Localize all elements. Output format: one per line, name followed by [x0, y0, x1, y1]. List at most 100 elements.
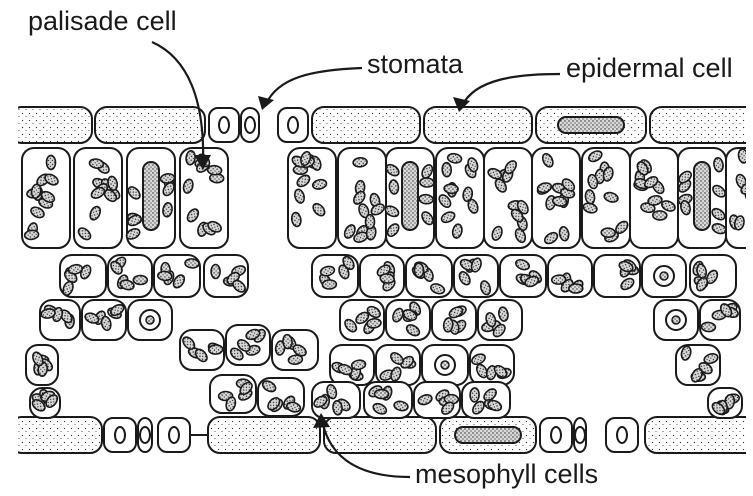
chloroplast: [748, 214, 753, 226]
palisade-cell: [338, 148, 386, 248]
stomata-arrowhead: [258, 96, 274, 110]
mesophyll-cell: [376, 345, 420, 385]
palisade-cell: [484, 148, 532, 248]
mesophyll-cell: [386, 300, 430, 340]
chloroplast: [414, 263, 424, 277]
mesophyll-cell: [26, 345, 58, 385]
guard-cell-pore: [219, 117, 229, 133]
guard-cell-pore: [551, 427, 561, 443]
upper-epidermis: [10, 107, 753, 143]
mesophyll-cell: [210, 375, 256, 413]
palisade-cell: [726, 148, 753, 248]
chloroplast: [701, 322, 716, 332]
chloroplast: [353, 157, 368, 167]
guard-cell-pore: [617, 427, 627, 443]
chloroplast: [420, 178, 434, 188]
palisade-cell: [384, 148, 436, 248]
mesophyll-cell: [676, 345, 720, 385]
mesophyll-cell: [654, 300, 698, 340]
guard-cell-pore: [169, 427, 179, 443]
chloroplast: [569, 284, 583, 293]
mesophyll-cell: [364, 382, 412, 418]
mesophyll-cell: [154, 255, 200, 297]
guard-cell-pore: [575, 427, 585, 443]
mesophyll-cell: [82, 300, 126, 340]
nucleus: [455, 427, 521, 443]
chloroplast: [374, 389, 388, 398]
mesophyll-cell: [690, 255, 736, 297]
palisade-cell: [436, 148, 484, 248]
palisade-cell: [74, 148, 122, 248]
chloroplast: [442, 162, 452, 176]
mesophyll-cell: [60, 255, 106, 297]
chloroplast: [601, 228, 615, 238]
epidermal-cell: [312, 107, 420, 143]
chloroplast: [185, 150, 195, 165]
guard-cell-pore: [140, 427, 150, 443]
mesophyll-cell: [470, 345, 514, 385]
chloroplast: [46, 155, 55, 169]
palisade-cell: [125, 148, 176, 248]
epidermal-cell: [645, 417, 753, 453]
mesophyll-cell: [312, 255, 358, 297]
mesophyll-cell: [422, 345, 468, 385]
chloroplast: [366, 215, 375, 229]
guard-cell-pore: [288, 117, 298, 133]
palisade-cell: [582, 148, 630, 248]
mesophyll-cell: [258, 378, 304, 416]
chloroplast: [207, 165, 222, 175]
chloroplast: [551, 275, 566, 285]
mesophyll-cell: [204, 255, 248, 297]
stomata-label: stomata: [367, 51, 463, 78]
mesophyll-cell: [454, 255, 498, 297]
palisade-cell: [677, 148, 728, 248]
stomata-arrow: [266, 68, 362, 104]
nucleus: [558, 117, 624, 133]
mesophyll-cell: [40, 300, 80, 340]
chloroplast: [208, 345, 223, 355]
epidermal-cell: [650, 107, 753, 143]
mesophyll-cell: [462, 382, 510, 418]
mesophyll-cell: [414, 382, 460, 418]
chloroplast: [443, 317, 453, 332]
mesophyll-cells-label: mesophyll cells: [415, 461, 598, 488]
mesophyll-cell: [708, 388, 742, 418]
chloroplast: [211, 265, 220, 279]
palisade-cell: [22, 148, 70, 248]
chloroplast: [157, 271, 172, 281]
chloroplast: [470, 388, 479, 402]
mesophyll-cell: [500, 255, 546, 297]
mesophyll-cell: [226, 325, 270, 365]
epidermal-cell: [10, 107, 92, 143]
guard-cell-pore: [115, 427, 125, 443]
mesophyll-cell: [272, 330, 318, 370]
mesophyll-cell: [432, 300, 476, 340]
chloroplast: [322, 280, 336, 290]
mesophyll-cell: [108, 255, 152, 297]
mesophyll-cell: [360, 255, 404, 297]
mesophyll-cell: [594, 255, 640, 297]
chloroplast: [653, 211, 667, 220]
mesophyll-cell: [30, 388, 60, 418]
epidermal-cell: [95, 107, 205, 143]
epidermal-cell: [324, 417, 436, 453]
palisade-cell: [630, 148, 678, 248]
mesophyll-cell: [700, 300, 740, 340]
chloroplast: [282, 334, 292, 349]
nucleus: [143, 162, 159, 230]
lower-epidermis: [10, 417, 753, 453]
mesophyll-cell: [478, 300, 522, 340]
mesophyll-cell: [180, 330, 224, 370]
mesophyll-cell: [312, 382, 360, 418]
palisade-layer: [22, 148, 753, 248]
chloroplast: [367, 318, 382, 328]
guard-cell-pore: [245, 117, 255, 133]
epidermal-cell: [424, 107, 532, 143]
mesophyll-cell: [128, 300, 172, 340]
chloroplast: [419, 194, 434, 204]
chloroplast: [444, 184, 459, 194]
palisade-cell: [532, 148, 580, 248]
mesophyll-cell: [642, 255, 686, 297]
chloroplast: [24, 230, 39, 240]
mesophyll-cell: [548, 255, 592, 297]
